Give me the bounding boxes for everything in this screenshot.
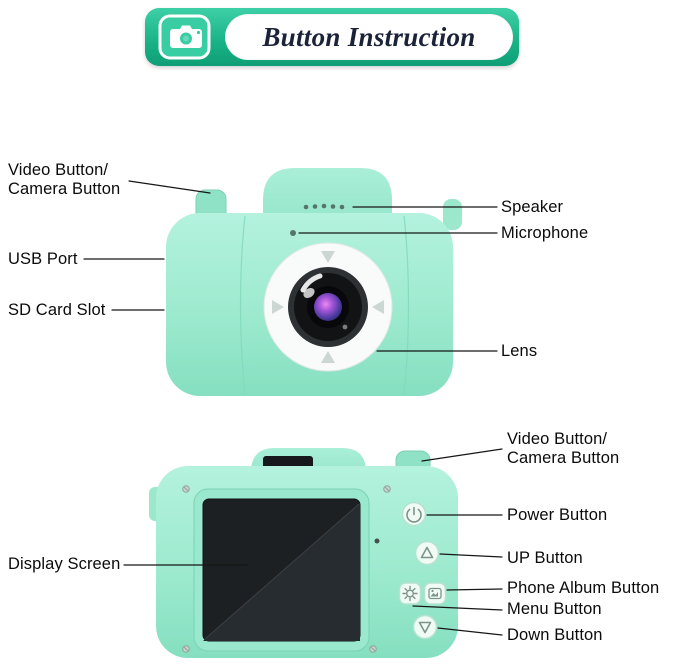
line-up-button: [439, 553, 503, 558]
connector-lines: [83, 180, 503, 636]
label-down-button: Down Button: [507, 626, 603, 644]
line-menu-button: [412, 605, 503, 611]
gear-icon: [402, 585, 418, 602]
front-camera-illustration: [166, 168, 462, 396]
speaker-dots: [303, 203, 345, 210]
label-up-button: UP Button: [507, 549, 583, 567]
microphone-hole: [290, 230, 296, 236]
up-arrow-icon: [420, 546, 434, 559]
back-camera-illustration: [149, 448, 458, 658]
indicator-led: [374, 538, 380, 544]
strap-lug: [443, 199, 462, 230]
label-usb-port: USB Port: [8, 250, 78, 268]
photo-album-button: [423, 582, 447, 605]
header-banner: Button Instruction: [145, 8, 519, 66]
label-back-video-button: Video Button/ Camera Button: [507, 430, 620, 467]
up-button: [414, 540, 440, 566]
menu-button: [398, 582, 422, 605]
label-microphone: Microphone: [501, 224, 589, 242]
title-pill: Button Instruction: [225, 14, 513, 60]
photo-album-icon: [428, 587, 442, 600]
front-lens: [263, 242, 393, 372]
display-screen: [202, 498, 361, 642]
label-front-video-button: Video Button/ Camera Button: [8, 161, 121, 198]
label-sd-card-slot: SD Card Slot: [8, 301, 106, 319]
label-phone-album-button: Phone Album Button: [507, 579, 660, 597]
down-button: [412, 614, 438, 640]
page-title: Button Instruction: [262, 21, 476, 52]
label-display-screen: Display Screen: [8, 555, 121, 573]
label-power-button: Power Button: [507, 506, 608, 524]
line-phone-album-button: [446, 588, 503, 591]
line-back-video-button: [421, 448, 503, 462]
camera-icon: [158, 14, 211, 60]
label-menu-button: Menu Button: [507, 600, 602, 618]
label-speaker: Speaker: [501, 198, 564, 216]
power-icon: [406, 506, 422, 523]
power-button: [401, 501, 427, 527]
label-lens: Lens: [501, 342, 538, 360]
down-arrow-icon: [418, 621, 432, 634]
lens-ring-notches: [272, 251, 384, 363]
line-front-video-button: [128, 180, 211, 194]
screws: [182, 485, 391, 653]
line-down-button: [437, 627, 503, 636]
